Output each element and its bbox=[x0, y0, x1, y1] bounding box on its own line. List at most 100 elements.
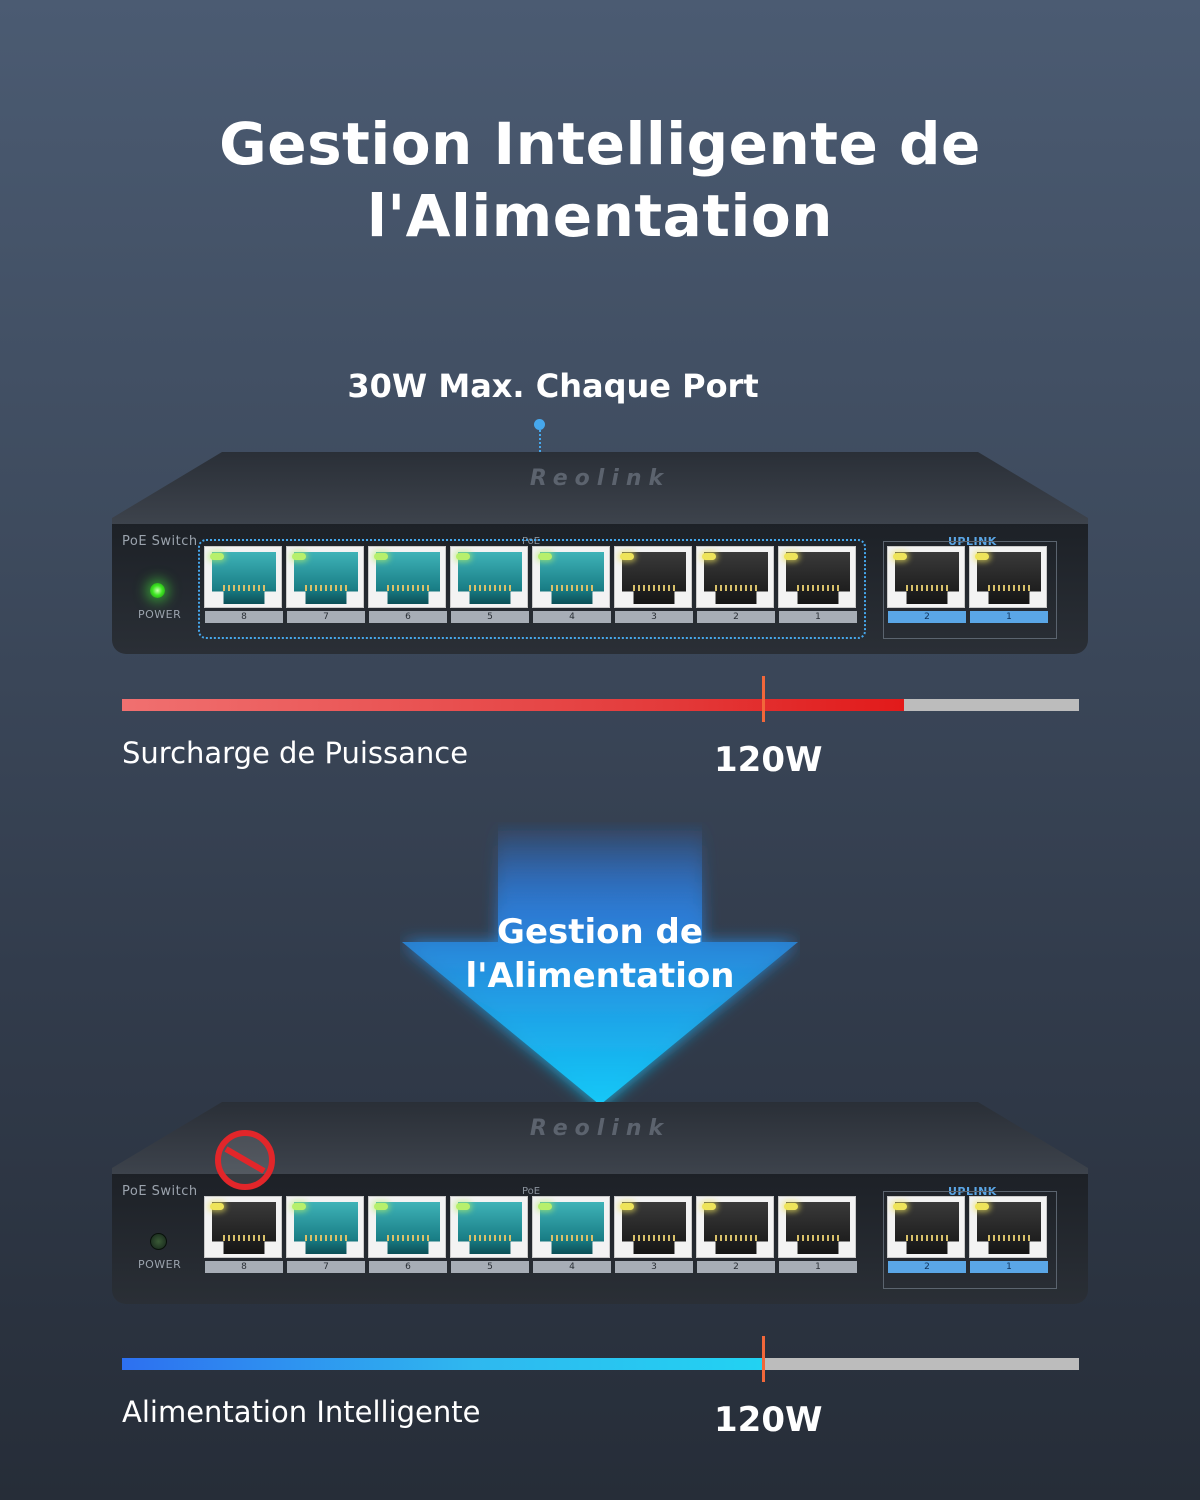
port-led bbox=[784, 1203, 798, 1210]
port-number: 2 bbox=[888, 1261, 966, 1273]
poe-port-7: 7 bbox=[286, 1196, 365, 1273]
poe-port-4: 4 bbox=[532, 1196, 611, 1273]
poe-port-6: 6 bbox=[368, 546, 447, 623]
port-number: 6 bbox=[369, 611, 447, 623]
brand-logo: Reolink bbox=[529, 466, 671, 491]
port-led bbox=[893, 1203, 907, 1210]
rj45-pins bbox=[633, 585, 675, 591]
port-led bbox=[456, 1203, 470, 1210]
port-number: 1 bbox=[970, 1261, 1048, 1273]
rj45-pins bbox=[906, 1235, 948, 1241]
port-led bbox=[784, 553, 798, 560]
port-led bbox=[702, 1203, 716, 1210]
rj45-pins bbox=[387, 585, 429, 591]
port-number: 2 bbox=[697, 611, 775, 623]
rj45-pins bbox=[551, 585, 593, 591]
port-led bbox=[975, 553, 989, 560]
uplink-port-2: 2 bbox=[887, 546, 966, 623]
poe-ports-highlight bbox=[198, 539, 866, 639]
limit-marker bbox=[762, 676, 766, 722]
rj45-pins bbox=[797, 585, 839, 591]
uplink-frame bbox=[883, 1191, 1057, 1289]
port-number: 1 bbox=[779, 1261, 857, 1273]
poe-port-7: 7 bbox=[286, 546, 365, 623]
port-number: 1 bbox=[779, 611, 857, 623]
port-led bbox=[210, 553, 224, 560]
power-bar-fill bbox=[122, 1358, 764, 1370]
uplink-frame bbox=[883, 541, 1057, 639]
poe-port-2: 2 bbox=[696, 1196, 775, 1273]
power-label: POWER bbox=[138, 1258, 182, 1271]
switch-top-cover bbox=[112, 452, 1088, 524]
port-led bbox=[538, 553, 552, 560]
port-led bbox=[620, 1203, 634, 1210]
poe-label: PoE bbox=[522, 1186, 541, 1197]
callout-dot bbox=[534, 419, 545, 430]
poe-port-5: 5 bbox=[450, 546, 529, 623]
rj45-pins bbox=[797, 1235, 839, 1241]
port-number: 8 bbox=[205, 1261, 283, 1273]
model-label: PoE Switch bbox=[122, 1184, 198, 1199]
power-led bbox=[150, 1233, 167, 1250]
port-number: 5 bbox=[451, 1261, 529, 1273]
poe-port-4: 4 bbox=[532, 546, 611, 623]
arrow-label: Gestion de l'Alimentation bbox=[465, 912, 735, 996]
port-number: 7 bbox=[287, 1261, 365, 1273]
port-number: 2 bbox=[697, 1261, 775, 1273]
power-led bbox=[150, 583, 165, 598]
poe-port-1: 1 bbox=[778, 546, 857, 623]
rj45-pins bbox=[633, 1235, 675, 1241]
rj45-pins bbox=[305, 585, 347, 591]
port-number: 2 bbox=[888, 611, 966, 623]
power-bar-overload bbox=[122, 699, 1079, 711]
rj45-pins bbox=[988, 585, 1030, 591]
rj45-pins bbox=[551, 1235, 593, 1241]
poe-label: PoE bbox=[522, 536, 541, 547]
port-led bbox=[893, 553, 907, 560]
power-bar-smart bbox=[122, 1358, 1079, 1370]
port-led bbox=[702, 553, 716, 560]
rj45-pins bbox=[223, 1235, 265, 1241]
limit-value-top: 120W bbox=[714, 740, 823, 780]
power-label: POWER bbox=[138, 608, 182, 621]
overload-label: Surcharge de Puissance bbox=[122, 736, 469, 770]
port-led bbox=[538, 1203, 552, 1210]
limit-marker bbox=[762, 1336, 766, 1382]
port-number: 6 bbox=[369, 1261, 447, 1273]
smart-power-label: Alimentation Intelligente bbox=[122, 1395, 481, 1429]
port-led bbox=[210, 1203, 224, 1210]
port-number: 4 bbox=[533, 1261, 611, 1273]
port-led bbox=[292, 1203, 306, 1210]
port-number: 3 bbox=[615, 611, 693, 623]
prohibition-icon bbox=[215, 1130, 275, 1190]
rj45-pins bbox=[469, 1235, 511, 1241]
rj45-pins bbox=[305, 1235, 347, 1241]
rj45-pins bbox=[223, 585, 265, 591]
poe-port-3: 3 bbox=[614, 1196, 693, 1273]
port-led bbox=[456, 553, 470, 560]
port-number: 5 bbox=[451, 611, 529, 623]
arrow-down-icon bbox=[402, 822, 798, 1105]
per-port-caption: 30W Max. Chaque Port bbox=[347, 367, 759, 405]
poe-port-5: 5 bbox=[450, 1196, 529, 1273]
port-led bbox=[374, 553, 388, 560]
port-led bbox=[374, 1203, 388, 1210]
poe-port-8: 8 bbox=[204, 1196, 283, 1273]
rj45-pins bbox=[469, 585, 511, 591]
uplink-port-2: 2 bbox=[887, 1196, 966, 1273]
poe-port-6: 6 bbox=[368, 1196, 447, 1273]
uplink-port-1: 1 bbox=[969, 546, 1048, 623]
power-bar-fill bbox=[122, 699, 904, 711]
model-label: PoE Switch bbox=[122, 534, 198, 549]
poe-port-8: 8 bbox=[204, 546, 283, 623]
port-led bbox=[620, 553, 634, 560]
rj45-pins bbox=[387, 1235, 429, 1241]
rj45-pins bbox=[715, 1235, 757, 1241]
port-led bbox=[975, 1203, 989, 1210]
limit-value-bottom: 120W bbox=[714, 1400, 823, 1440]
